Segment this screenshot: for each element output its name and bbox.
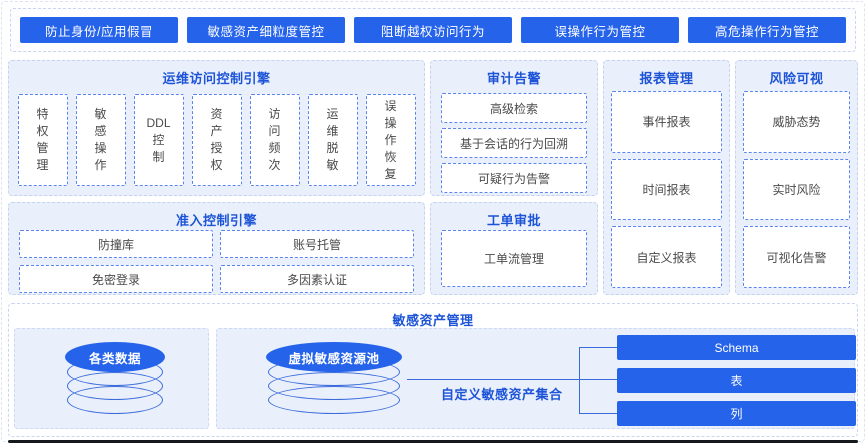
virtual-pool-panel: 虚拟敏感资源池 自定义敏感资产集合 Schema 表 列 [216, 328, 856, 429]
ops-item-asset-authorization: 资 产 授 权 [191, 94, 242, 186]
panel-title-sensitive-asset-management: 敏感资产管理 [392, 313, 474, 328]
ops-item-privilege-management: 特 权 管 理 [17, 94, 68, 186]
ops-engine-items: 特 权 管 理 敏 感 操 作 DDL 控 制 资 产 授 权 访 问 频 次 … [9, 94, 424, 186]
risk-item-visual-alert: 可视化告警 [743, 226, 850, 289]
connector-line-bracket [579, 347, 580, 414]
ops-item-ddl-control: DDL 控 制 [133, 94, 184, 186]
panel-admission-control-engine: 准入控制引擎 防撞库 账号托管 免密登录 多因素认证 [8, 202, 425, 295]
top-button-high-risk-control[interactable]: 高危操作行为管控 [688, 17, 846, 43]
report-item-event-report: 事件报表 [611, 91, 722, 153]
database-cylinder-icon: 虚拟敏感资源池 [266, 342, 402, 416]
target-button-column[interactable]: 列 [617, 401, 856, 426]
report-item-custom-report: 自定义报表 [611, 226, 722, 289]
panel-title-ticket-approval: 工单审批 [486, 213, 541, 228]
audit-item-session-behavior-trace: 基于会话的行为回溯 [441, 128, 587, 158]
admission-items: 防撞库 账号托管 免密登录 多因素认证 [19, 230, 414, 293]
risk-item-realtime-risk: 实时风险 [743, 158, 850, 221]
ops-item-misoperation-recovery: 误 操 作 恢 复 [365, 94, 416, 186]
ticket-item-workflow-management: 工单流管理 [441, 230, 587, 287]
source-db-label: 各类数据 [65, 342, 165, 372]
admission-item-mfa: 多因素认证 [220, 265, 414, 293]
panel-title-report-management: 报表管理 [639, 71, 694, 86]
top-button-misoperation-control[interactable]: 误操作行为管控 [521, 17, 679, 43]
top-button-identity-spoofing[interactable]: 防止身份/应用假冒 [20, 17, 178, 43]
top-button-fine-grained-control[interactable]: 敏感资产细粒度管控 [187, 17, 345, 43]
target-button-table[interactable]: 表 [617, 368, 856, 393]
panel-sensitive-asset-management: 敏感资产管理 各类数据 虚拟敏感资源池 自定义敏感资产集合 Schema 表 列 [8, 303, 858, 437]
admission-item-anti-credential-stuffing: 防撞库 [19, 230, 213, 258]
source-data-panel: 各类数据 [14, 328, 209, 429]
panel-ops-access-engine: 运维访问控制引擎 特 权 管 理 敏 感 操 作 DDL 控 制 资 产 授 权… [8, 60, 425, 196]
audit-item-advanced-search: 高级检索 [441, 93, 587, 123]
target-button-schema[interactable]: Schema [617, 335, 856, 360]
connector-line-schema [579, 347, 617, 348]
admission-item-account-hosting: 账号托管 [220, 230, 414, 258]
report-items: 事件报表 时间报表 自定义报表 [611, 91, 722, 289]
connector-line-column [579, 413, 617, 414]
panel-title-risk-visualization: 风险可视 [769, 71, 824, 86]
panel-ticket-approval: 工单审批 工单流管理 [430, 202, 598, 295]
connector-line-main [407, 379, 617, 380]
ops-item-access-frequency: 访 问 频 次 [249, 94, 300, 186]
risk-item-threat-posture: 威胁态势 [743, 91, 850, 153]
ops-item-ops-masking: 运 维 脱 敏 [307, 94, 358, 186]
audit-items: 高级检索 基于会话的行为回溯 可疑行为告警 [441, 93, 587, 193]
ops-item-sensitive-operation: 敏 感 操 作 [75, 94, 126, 186]
top-button-block-unauthorized-access[interactable]: 阻断越权访问行为 [354, 17, 512, 43]
panel-audit-alert: 审计告警 高级检索 基于会话的行为回溯 可疑行为告警 [430, 60, 598, 196]
risk-items: 威胁态势 实时风险 可视化告警 [743, 91, 850, 289]
custom-asset-collection-label: 自定义敏感资产集合 [441, 387, 563, 402]
panel-title-admission-control-engine: 准入控制引擎 [175, 213, 257, 228]
audit-item-suspicious-behavior-alert: 可疑行为告警 [441, 163, 587, 193]
panel-title-audit-alert: 审计告警 [486, 71, 541, 86]
panel-risk-visualization: 风险可视 威胁态势 实时风险 可视化告警 [735, 60, 858, 295]
panel-title-ops-access-engine: 运维访问控制引擎 [162, 71, 271, 86]
virtual-pool-label: 虚拟敏感资源池 [266, 342, 402, 372]
panel-report-management: 报表管理 事件报表 时间报表 自定义报表 [603, 60, 730, 295]
admission-item-passwordless-login: 免密登录 [19, 265, 213, 293]
database-cylinder-icon: 各类数据 [65, 342, 165, 416]
report-item-time-report: 时间报表 [611, 158, 722, 221]
top-capability-bar: 防止身份/应用假冒 敏感资产细粒度管控 阻断越权访问行为 误操作行为管控 高危操… [10, 8, 856, 52]
window-bottom-edge [8, 440, 858, 443]
